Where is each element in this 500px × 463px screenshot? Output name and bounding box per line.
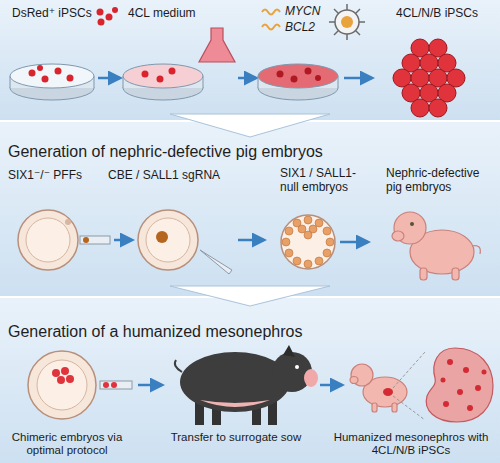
panel: [0, 298, 500, 463]
flow-chevron: [170, 286, 330, 306]
step-arrow: [238, 239, 264, 242]
culture-dish: [123, 64, 203, 100]
step-label: Chimeric embryos via optimal protocol: [4, 431, 130, 457]
section-heading: Generation of a humanized mesonephros: [8, 322, 302, 341]
step-arrow: [320, 384, 342, 387]
panel: [0, 122, 500, 296]
pipette: [100, 381, 132, 389]
chimeric-embryo: [28, 351, 96, 419]
section-heading: Generation of nephric-defective pig embr…: [8, 142, 323, 161]
surrogate-sow: [175, 345, 318, 425]
step-label: 4CL medium: [128, 6, 204, 20]
embryo: [138, 210, 198, 270]
section-band: Generation of nephric-defective pig embr…: [0, 126, 500, 286]
step-label: Humanized mesonephros with 4CL/N/B iPSCs: [326, 431, 496, 457]
panel: [0, 0, 500, 120]
step-arrow: [340, 241, 368, 244]
chimeric-fetus: [350, 364, 407, 412]
step-arrow: [238, 77, 256, 80]
step-arrow: [98, 77, 120, 80]
gene-strands: [262, 10, 280, 30]
step-label: Nephric-defective pig embryos: [386, 166, 496, 194]
culture-dish: [258, 64, 338, 100]
step-label: MYCN: [285, 4, 327, 18]
step-label: SIX1 / SALL1-null embryos: [280, 166, 372, 194]
step-label: 4CL/N/B iPSCs: [396, 6, 496, 20]
virus-icon: [329, 4, 365, 40]
medium-flask: [199, 28, 235, 62]
step-arrow: [344, 77, 372, 80]
injection-needle: [200, 250, 232, 274]
pipette: [80, 236, 110, 244]
oocyte: [18, 210, 78, 270]
step-label: Transfer to surrogate sow: [170, 431, 302, 444]
step-arrow: [114, 239, 132, 242]
blastocyst: [281, 215, 335, 269]
step-label: SIX1⁻/⁻ PFFs: [8, 168, 100, 182]
step-label: DsRed⁺ iPSCs: [12, 6, 98, 20]
pig-fetus: [392, 212, 480, 280]
step-label: BCL2: [285, 20, 327, 34]
step-arrow: [138, 384, 162, 387]
zoom-lines: [393, 352, 425, 420]
culture-dish: [10, 64, 94, 100]
cell-cluster: [393, 39, 465, 117]
mesonephros-tissue: [426, 348, 493, 422]
step-label: CBE / SALL1 sgRNA: [108, 168, 234, 182]
flow-chevron: [170, 114, 330, 137]
red-dots: [97, 7, 119, 26]
